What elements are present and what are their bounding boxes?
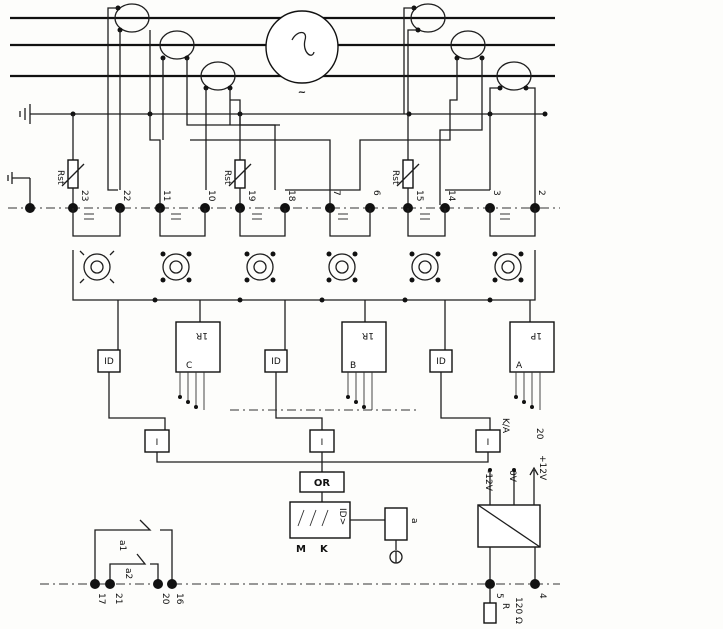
transformer-2 [160,251,192,283]
ground-line [19,104,548,124]
or-and-main-block: OR ID> M K a [289,471,419,564]
side-code-ka: K/A [500,418,510,434]
terminal-label-17: 17 [96,593,106,604]
switch-a1-label: a1 [117,540,127,551]
relay-a-sub: A [516,361,523,371]
transformer-6 [492,251,524,283]
bottom-resistor [483,602,497,624]
terminal-label-23: 23 [79,190,89,201]
ct-right-1 [410,3,446,33]
i-box-3-label: I [487,438,490,448]
bottom-resistor-value: 120 Ω [513,597,523,624]
left-ground-icon [7,172,31,208]
id-box-3-label: ID [436,357,446,367]
ct-right-2 [450,30,486,60]
relay-b-sub: B [350,361,356,371]
main-block-m: M [296,544,306,555]
terminal-label-3: 3 [491,190,501,196]
ct-left-3 [200,61,236,91]
bottom-section: a1 a2 17 21 20 16 5 4 R 120 Ω [40,519,560,624]
main-block-label: ID> [337,508,347,525]
resistor-1 [67,159,79,189]
or-gate-label: OR [314,478,331,489]
i-blocks: I I I [144,429,501,472]
id-box-2-label: ID [271,357,281,367]
terminal-5 [485,579,495,589]
terminal-16 [167,579,177,589]
power-supply: -12V 0V +12V [477,455,547,584]
interposing-transformers [72,208,536,303]
terminal-17 [90,579,100,589]
terminal-label-6: 6 [371,190,381,196]
switch-a2-label: a2 [123,568,133,579]
ac-source: ~ [265,10,339,98]
measure-blocks: ID ID ID 1R C 1R B 1P A 20 K/A [97,300,555,440]
terminal-label-4: 4 [537,593,547,599]
terminal-row: 23 22 11 10 19 18 7 6 15 14 3 2 [8,190,560,220]
terminal-label-20: 20 [160,593,170,605]
terminal-label-11: 11 [161,190,171,201]
terminal-label-16: 16 [174,593,184,605]
psu-minus12: -12V [483,470,493,492]
resistor-2-label: Rst [222,170,232,185]
ct-left-1 [114,3,150,33]
terminal-label-19: 19 [246,190,256,202]
relay-box-c [175,321,221,373]
terminal-label-7: 7 [331,190,341,196]
terminal-21 [105,579,115,589]
psu-0v: 0V [507,470,517,483]
terminal-20 [153,579,163,589]
ac-wave-icon [291,31,315,56]
i-box-1-label: I [156,438,159,448]
relay-a-label: 1P [530,330,542,340]
relay-c-label: 1R [196,330,208,340]
terminal-label-2: 2 [536,190,546,196]
i-box-2-label: I [321,438,324,448]
terminal-label-15: 15 [414,190,424,201]
terminal-label-5: 5 [494,593,504,599]
relay-c-sub: C [186,361,192,371]
transformer-3 [244,251,276,283]
terminal-label-18: 18 [286,190,296,202]
terminal-4 [530,579,540,589]
terminal-label-21: 21 [113,593,123,604]
main-block-k: K [320,544,329,555]
resistor-3 [402,159,414,189]
resistor-2 [234,159,246,189]
transformer-5 [409,251,441,283]
relay-b-label: 1R [362,330,374,340]
output-relay-label: a [409,518,419,524]
psu-plus12: +12V [537,455,547,481]
terminal-left-end [25,203,35,213]
ct-left-group [114,3,236,91]
ct-wiring [72,7,536,205]
terminal-label-22: 22 [121,190,131,201]
ct-left-2 [159,30,195,60]
id-box-1-label: ID [104,357,114,367]
relay-box-a [509,321,555,373]
resistor-1-label: Rst [55,170,65,185]
relay-box-b [341,321,387,373]
source-symbol: ~ [298,87,306,98]
resistor-3-label: Rst [390,170,400,185]
output-relay [384,507,408,541]
transformer-1 [79,250,115,284]
terminal-label-14: 14 [446,190,456,202]
ct-right-3 [496,61,532,91]
side-code-20: 20 [534,428,544,440]
transformer-4 [326,251,358,283]
bottom-resistor-r: R [500,603,510,609]
ac-source-circle [265,10,339,84]
terminal-label-10: 10 [206,190,216,202]
resistors: Rst Rst Rst [55,159,420,208]
